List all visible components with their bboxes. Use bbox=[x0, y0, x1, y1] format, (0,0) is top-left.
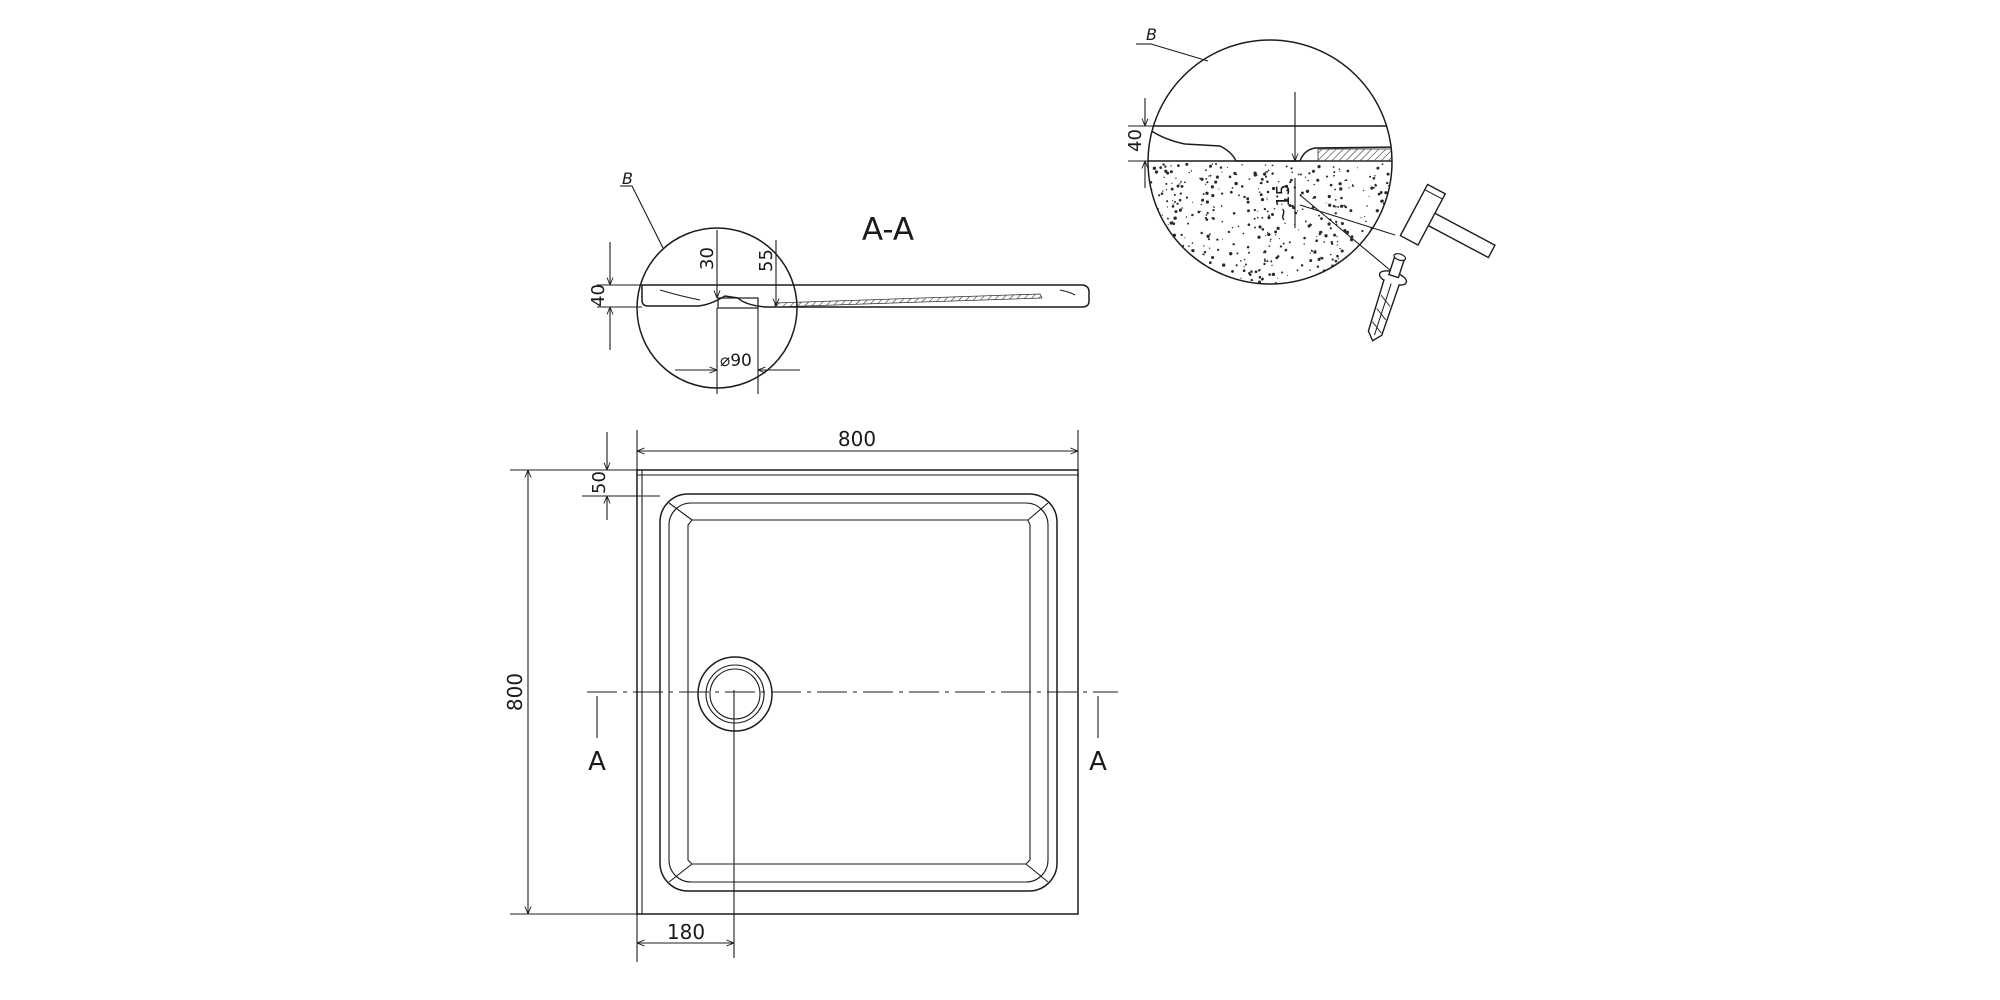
hammer-icon bbox=[1399, 183, 1496, 259]
dim-drain-depth-label: 30 bbox=[697, 247, 718, 270]
tray-section-profile bbox=[641, 284, 1090, 308]
detail-ref-label: B bbox=[622, 169, 633, 188]
dim-drain-offset-plan-label: 180 bbox=[667, 920, 705, 944]
plan-view: A A 800 800 50 180 bbox=[503, 427, 1118, 962]
detail-hatch bbox=[1317, 148, 1392, 162]
detail-dim-height-label: 40 bbox=[1125, 129, 1146, 152]
anchor-dowel-icon bbox=[1367, 253, 1408, 342]
concrete-base bbox=[1148, 160, 1392, 284]
detail-ref-label-2: B bbox=[1146, 25, 1157, 44]
dim-length-label: 800 bbox=[503, 673, 527, 711]
drain-outer-ring bbox=[697, 656, 773, 732]
drain-cover bbox=[709, 668, 761, 720]
section-title: A-A bbox=[862, 212, 914, 248]
dim-rim-label: 50 bbox=[589, 471, 610, 494]
dim-drain-diameter-label: ⌀90 bbox=[720, 351, 752, 371]
section-hatch bbox=[774, 293, 1043, 308]
section-mark-left: A bbox=[588, 747, 606, 777]
basin-outer bbox=[659, 493, 1058, 892]
detail-view: B 40 ~15 bbox=[1125, 25, 1496, 342]
drain-body bbox=[717, 297, 759, 309]
section-mark-right: A bbox=[1089, 747, 1107, 777]
dim-drain-offset-label: 55 bbox=[756, 249, 777, 272]
dim-width-label: 800 bbox=[838, 427, 876, 451]
detail-dim-clearance-label: ~15 bbox=[1273, 184, 1294, 222]
section-view: A-A B 40 30 55 ⌀90 bbox=[588, 169, 1090, 394]
drain-inner-ring bbox=[705, 664, 765, 724]
dim-height-label: 40 bbox=[588, 284, 609, 307]
